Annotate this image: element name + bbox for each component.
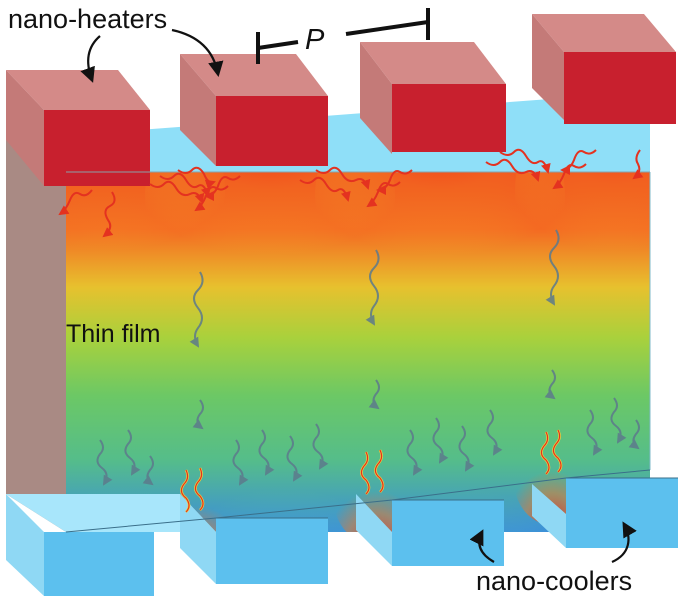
- period-label: P: [305, 24, 324, 57]
- nano-heater-3: [360, 42, 506, 154]
- nano-heaters-label: nano-heaters: [8, 4, 167, 35]
- thin-film-label: Thin film: [66, 320, 160, 349]
- nano-heater-2: [180, 54, 328, 166]
- film-side-face: [6, 140, 66, 532]
- nano-heater-4: [532, 14, 676, 124]
- nano-coolers-label: nano-coolers: [476, 566, 632, 597]
